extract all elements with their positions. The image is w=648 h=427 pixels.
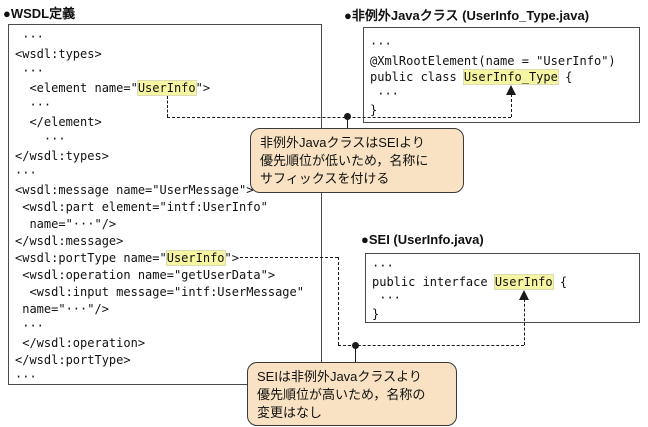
junction-dot-suffix-note — [344, 113, 351, 120]
highlighted-name: UserInfo — [166, 251, 225, 265]
callout-no-change-line-2: 優先順位が高いため，名称の — [257, 387, 426, 402]
callout-no-change-stub-line — [355, 345, 356, 362]
java-class-code-panel: ··· @XmlRootElement(name = "UserInfo") pub… — [363, 27, 640, 123]
code-line: ··· — [15, 64, 44, 78]
code-line: } — [372, 307, 380, 321]
code-line: ··· — [370, 86, 399, 101]
code-line: </wsdl:message> — [15, 234, 124, 248]
callout-suffix-line-1: 非例外JavaクラスはSEIより — [260, 135, 425, 150]
code-line: public interface UserInfo { — [372, 275, 568, 289]
highlighted-name: UserInfo_Type — [463, 70, 558, 84]
java-class-panel-title: ●非例外Javaクラス (UserInfo_Type.java) — [344, 8, 590, 23]
connector-sei-arrow-line — [524, 299, 525, 345]
connector-element-horizontal-line — [167, 117, 511, 118]
java-class-code: ··· @XmlRootElement(name = "UserInfo") pub… — [370, 36, 639, 119]
callout-no-change-note: SEIは非例外Javaクラスより 優先順位が高いため，名称の 変更はなし — [247, 362, 457, 426]
arrowhead-to-userinfo-type — [506, 85, 516, 95]
wsdl-panel-title: ●WSDL定義 — [3, 6, 76, 21]
code-line: ··· — [370, 37, 392, 51]
code-line: <wsdl:portType name="UserInfo"> — [15, 251, 239, 265]
code-line: <wsdl:operation name="getUserData"> — [15, 268, 276, 282]
arrowhead-to-sei-userinfo — [519, 290, 529, 300]
code-line: ··· — [15, 30, 44, 44]
code-line: } — [370, 103, 378, 117]
code-line: name="···"/> — [15, 217, 117, 231]
wsdl-code-panel: ··· <wsdl:types> ··· <element name="UserI… — [8, 24, 322, 385]
code-line: </element> — [15, 115, 102, 129]
code-line: <wsdl:types> — [15, 47, 102, 61]
code-line: ··· — [372, 259, 394, 273]
code-line: </wsdl:operation> — [15, 336, 146, 350]
code-line: @XmlRootElement(name = "UserInfo") — [370, 53, 616, 68]
callout-suffix-line-2: 優先順位が低いため，名称に — [260, 153, 429, 168]
code-line: <wsdl:input message="intf:UserMessage" — [15, 285, 304, 299]
connector-porttype-lower-line — [338, 345, 524, 346]
code-line: ··· — [15, 98, 52, 112]
callout-suffix-line-3: サフィックスを付ける — [260, 171, 390, 186]
code-line: ··· — [15, 370, 37, 384]
code-line: ··· — [15, 132, 66, 146]
wsdl-code: ··· <wsdl:types> ··· <element name="UserI… — [15, 29, 321, 386]
code-line: <wsdl:message name="UserMessage"> — [15, 183, 254, 197]
callout-no-change-line-3: 変更はなし — [257, 405, 323, 420]
callout-suffix-stub-line — [347, 117, 348, 129]
code-line: <wsdl:part element="intf:UserInfo" — [15, 200, 268, 214]
code-line: </wsdl:portType> — [15, 353, 131, 367]
code-line: public class UserInfo_Type { — [370, 70, 573, 84]
highlighted-name: UserInfo — [494, 275, 553, 289]
code-line: <element name="UserInfo"> — [15, 81, 211, 95]
callout-no-change-line-1: SEIは非例外Javaクラスより — [257, 369, 422, 384]
sei-code-panel: ··· public interface UserInfo { ···} — [365, 253, 640, 323]
sei-panel-title: ●SEI (UserInfo.java) — [361, 232, 484, 247]
highlighted-name: UserInfo — [137, 81, 196, 95]
sei-code: ··· public interface UserInfo { ···} — [372, 258, 639, 322]
code-line: ··· — [372, 291, 401, 305]
connector-porttype-vertical-line — [338, 257, 339, 345]
code-line: ··· — [15, 166, 37, 180]
callout-suffix-note: 非例外JavaクラスはSEIより 優先順位が低いため，名称に サフィックスを付け… — [250, 128, 464, 193]
connector-porttype-horizontal-line — [240, 257, 338, 258]
code-line: </wsdl:types> — [15, 149, 109, 163]
connector-element-drop-line — [167, 96, 168, 117]
code-line: ··· — [15, 319, 44, 333]
code-line: name="···"/> — [15, 302, 109, 316]
connector-element-arrow-line — [511, 94, 512, 117]
